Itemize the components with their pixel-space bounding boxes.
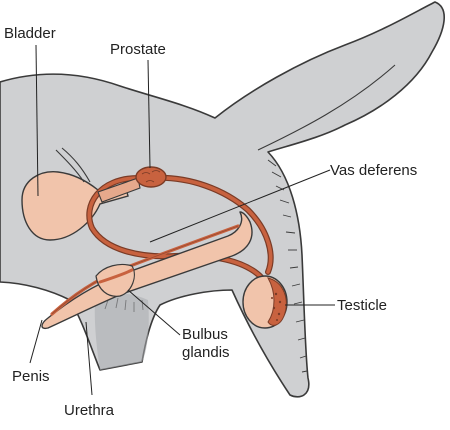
label-bulbus-line1: Bulbus bbox=[182, 326, 228, 343]
bladder-organ bbox=[21, 171, 129, 241]
leader-prostate bbox=[147, 59, 151, 169]
ureters bbox=[55, 147, 91, 183]
label-vas-deferens: Vas deferens bbox=[330, 162, 417, 179]
leader-penis bbox=[29, 319, 43, 364]
label-prostate: Prostate bbox=[110, 41, 166, 58]
label-penis: Penis bbox=[12, 368, 50, 385]
label-testicle: Testicle bbox=[337, 297, 387, 314]
leader-vas-deferens bbox=[149, 169, 331, 243]
tail-crease bbox=[257, 64, 396, 151]
urethra-upper bbox=[97, 177, 141, 203]
testicle-texture bbox=[271, 292, 282, 321]
leader-lines bbox=[29, 44, 335, 396]
leader-urethra bbox=[85, 321, 93, 396]
label-urethra: Urethra bbox=[64, 402, 115, 419]
lower-shading bbox=[94, 293, 149, 370]
leader-bulbus bbox=[127, 289, 181, 336]
vas-deferens-loop-fill bbox=[150, 176, 273, 274]
testicle-epididymis bbox=[266, 277, 287, 326]
label-bulbus-line2: glandis bbox=[182, 344, 230, 361]
leader-bladder bbox=[35, 44, 39, 197]
bulbus-glandis-core bbox=[98, 268, 134, 284]
vas-deferens-lower-fill bbox=[87, 176, 264, 280]
label-bladder: Bladder bbox=[4, 25, 56, 42]
prostate-organ bbox=[135, 166, 167, 188]
prostate-texture bbox=[141, 170, 161, 183]
